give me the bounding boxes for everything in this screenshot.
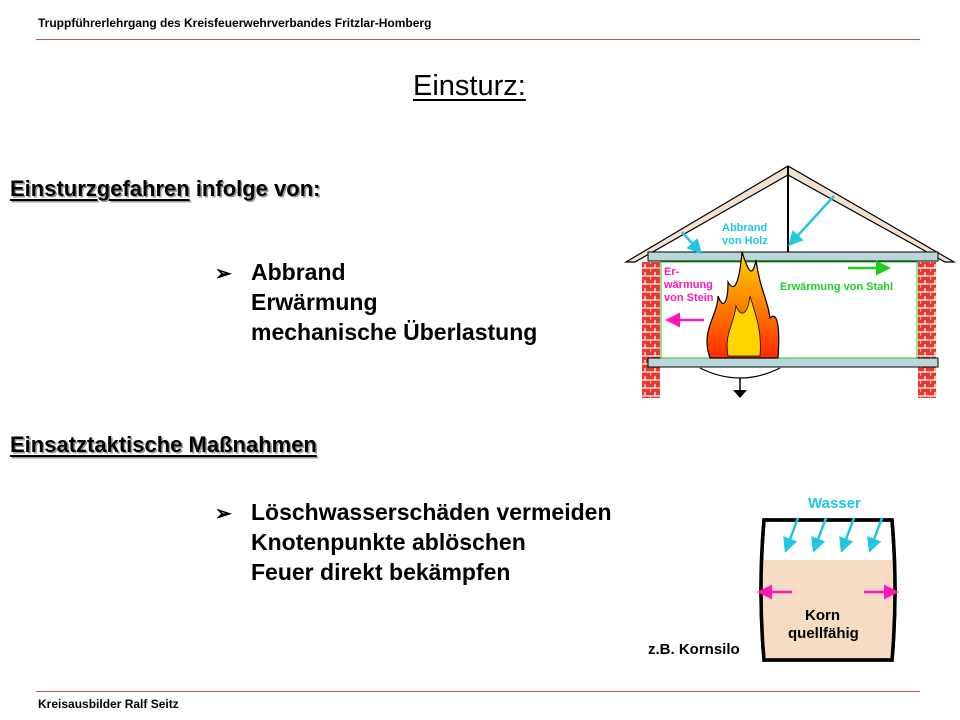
list-item: Feuer direkt bekämpfen: [251, 559, 511, 585]
list-item: Knotenpunkte ablöschen: [251, 529, 526, 555]
water-arrow: [783, 517, 800, 553]
bullet-arrow-icon: ➢: [215, 503, 232, 525]
header-divider: [36, 39, 920, 40]
list-item: mechanische Überlastung: [251, 319, 538, 345]
list-item: Löschwasserschäden vermeiden: [251, 499, 612, 525]
roof: [623, 165, 957, 263]
label-korn: Korn: [805, 607, 840, 624]
list-item: Abbrand: [251, 259, 346, 285]
list-item: Erwärmung: [251, 289, 378, 315]
heading-underlined-part: Einsatztaktische Maßnahmen: [10, 432, 317, 457]
water-arrow: [811, 517, 828, 553]
label-von-stein: von Stein: [664, 292, 714, 304]
cyan-arrow-left: [681, 231, 703, 255]
label-wasser: Wasser: [808, 495, 861, 512]
right-wall: [918, 262, 936, 398]
header-text: Truppführerlehrgang des Kreisfeuerwehrve…: [38, 16, 432, 30]
bullet-arrow-icon: ➢: [215, 263, 232, 285]
korn-fill: [761, 560, 896, 658]
sag-curve: [699, 367, 781, 379]
label-er: Er-: [664, 266, 680, 278]
silo-diagram: Wasser Korn quellfähig z.B. Kornsilo: [648, 495, 899, 662]
section-heading-massnahmen: Einsatztaktische Maßnahmen: [10, 432, 317, 458]
label-von-holz: von Holz: [722, 235, 768, 247]
label-waermung: wärmung: [663, 279, 713, 291]
bullet-list-causes: ➢ Abbrand Erwärmung mechanische Überlast…: [215, 257, 538, 347]
water-arrow: [867, 517, 884, 553]
footer-text: Kreisausbilder Ralf Seitz: [38, 697, 179, 711]
water-arrow: [839, 517, 856, 553]
heading-underlined-part: Einsturzgefahren: [10, 176, 190, 201]
label-erwaermung-stahl: Erwärmung von Stahl: [780, 281, 893, 293]
heading-rest: infolge von:: [189, 176, 321, 201]
label-abbrand: Abbrand: [722, 222, 767, 234]
lower-beam: [647, 357, 939, 368]
label-quellfaehig: quellfähig: [788, 625, 859, 642]
section-heading-einsturzgefahren: Einsturzgefahren infolge von:: [10, 176, 320, 202]
house-collapse-diagram: Abbrand von Holz Er- wärmung von Stein E…: [623, 165, 957, 398]
upper-beam: [647, 251, 939, 262]
page-title: Einsturz:: [413, 70, 526, 102]
label-kornsilo: z.B. Kornsilo: [648, 641, 740, 658]
footer-divider: [36, 691, 920, 692]
down-arrow-icon: [733, 390, 747, 398]
fire-icon: [706, 251, 780, 359]
bullet-list-measures: ➢ Löschwasserschäden vermeiden Knotenpun…: [215, 497, 612, 587]
left-wall: [642, 262, 660, 398]
room-outline: [660, 261, 918, 359]
cyan-arrow-right: [787, 195, 835, 247]
